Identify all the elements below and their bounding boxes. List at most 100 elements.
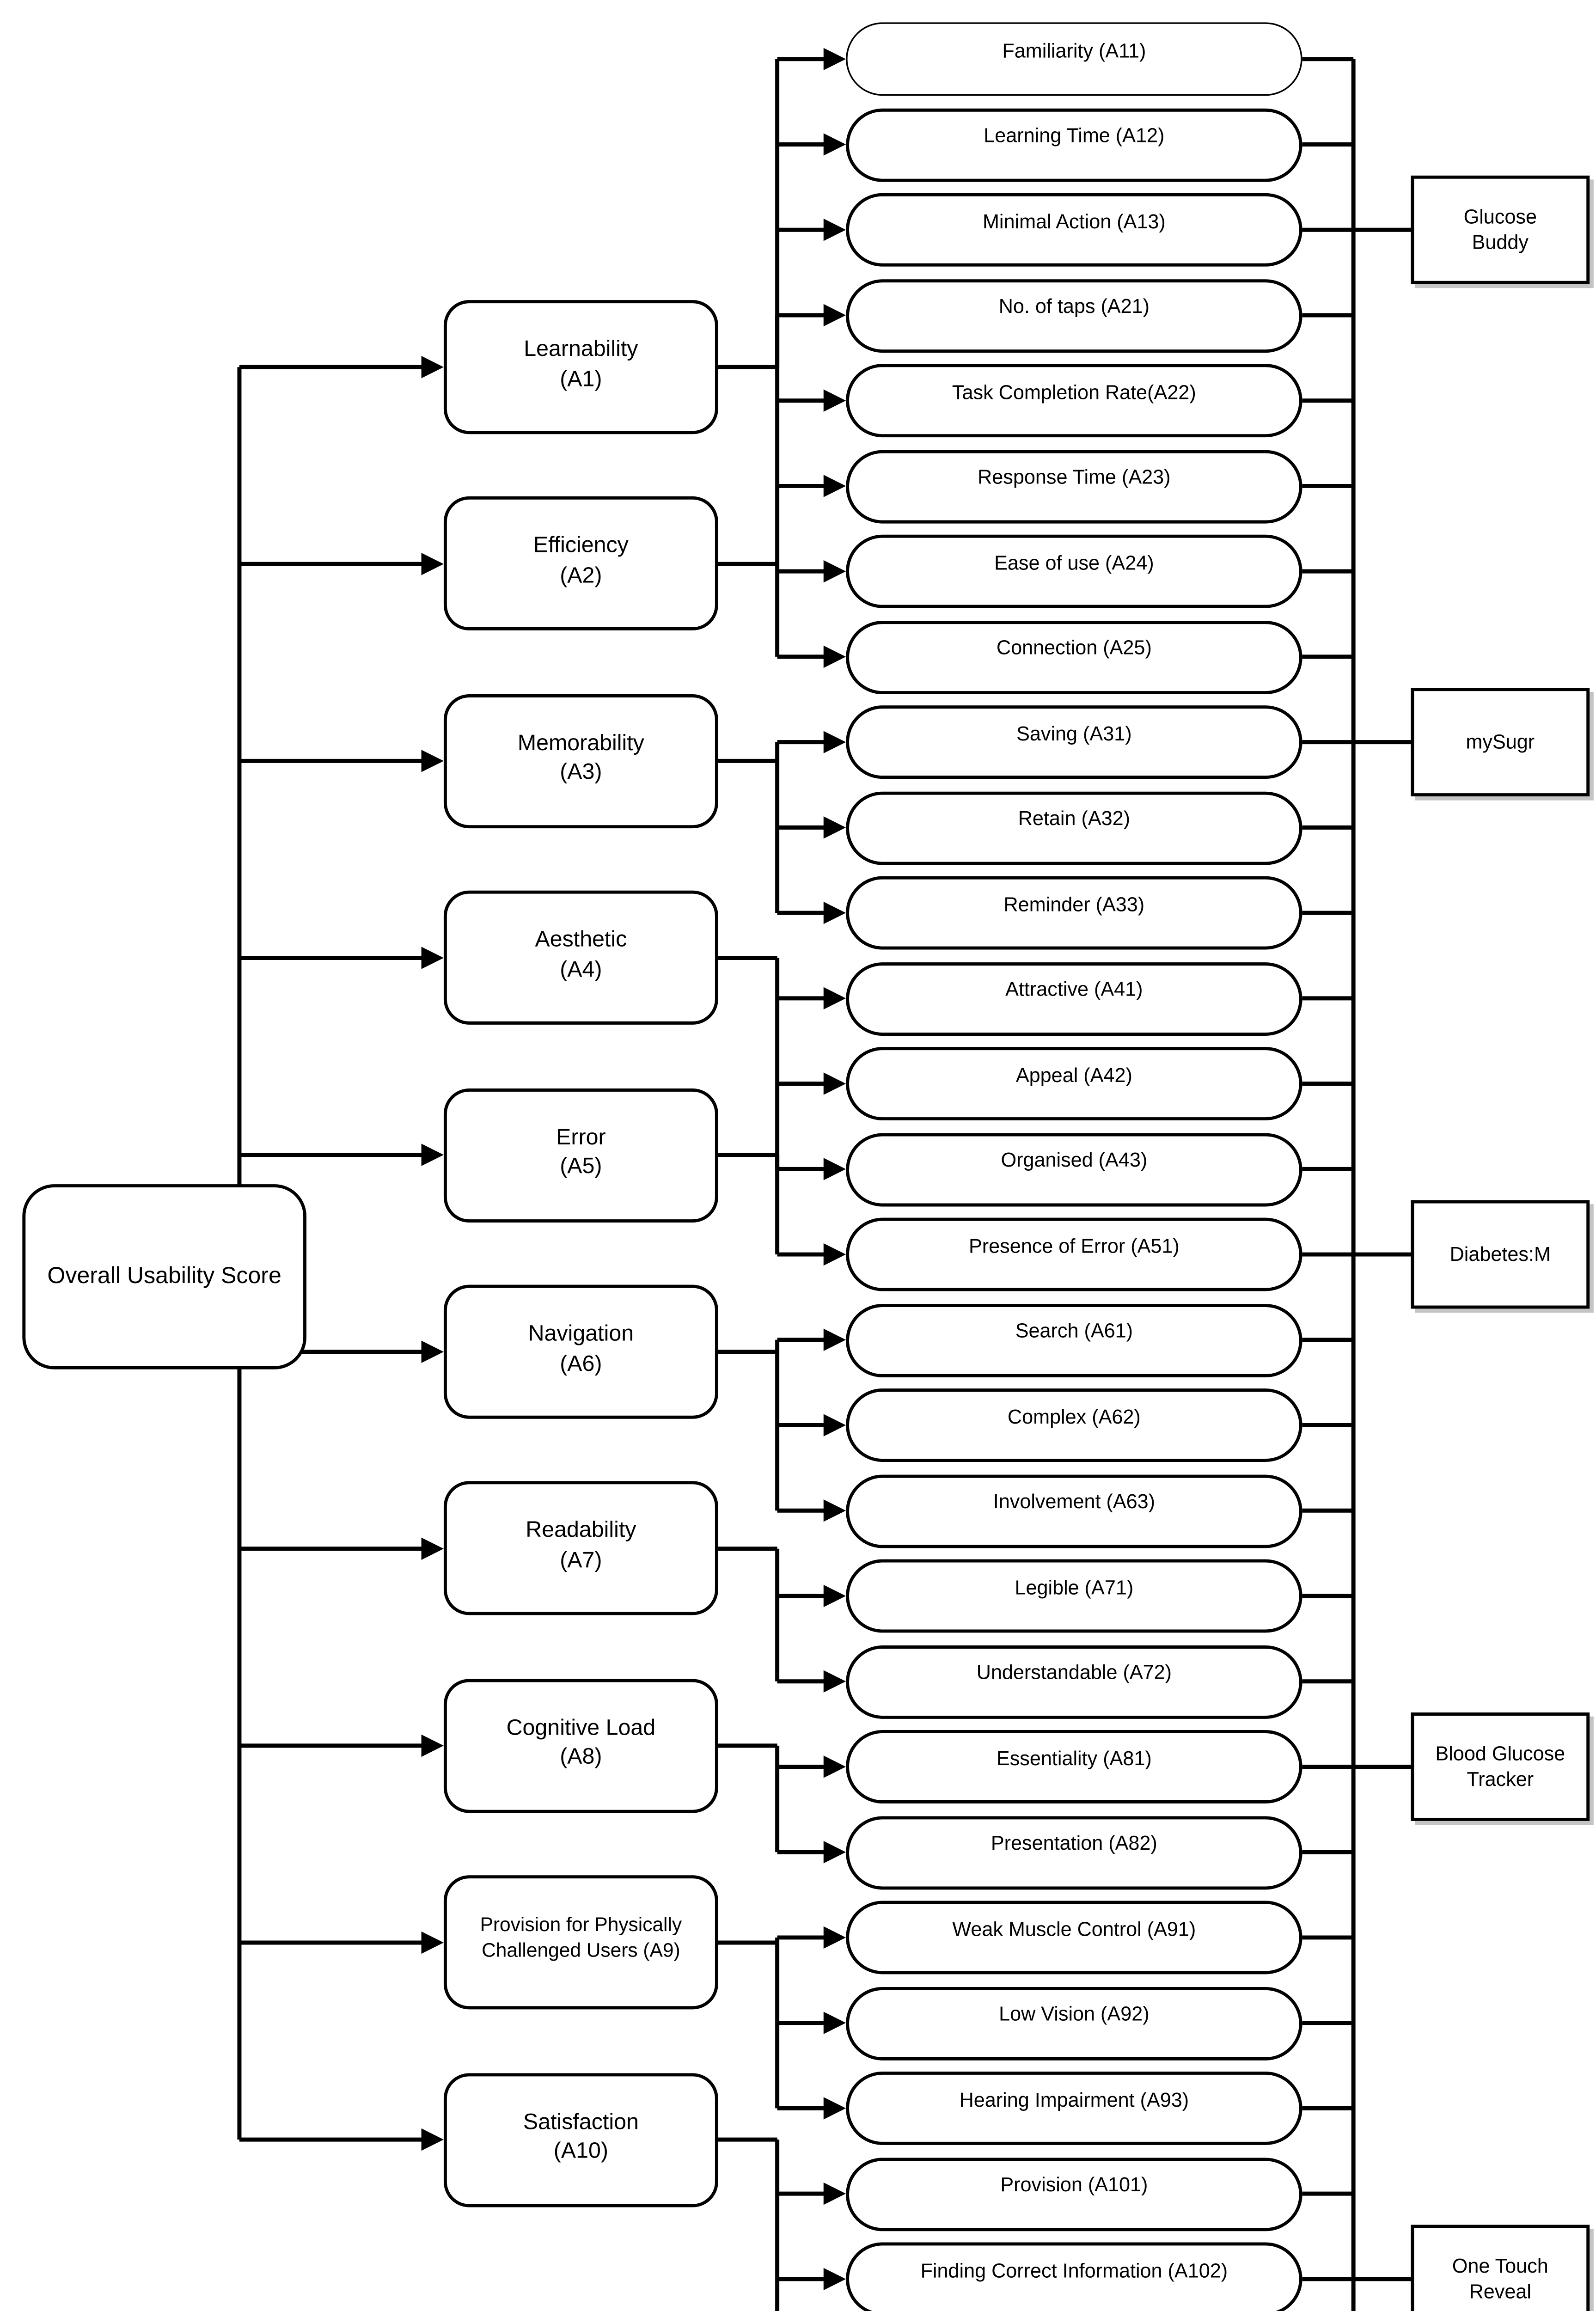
app-node-label: Reveal	[1469, 2280, 1531, 2302]
category-node-code: (A3)	[560, 758, 602, 784]
app-node-label: Blood Glucose	[1435, 1742, 1565, 1765]
pill-node-label: No. of taps (A21)	[998, 295, 1150, 318]
pill-node-label: Provision (A101)	[1000, 2173, 1148, 2196]
category-arrowhead	[421, 553, 444, 575]
pill-arrowhead	[823, 1755, 846, 1778]
pill-node-label: Complex (A62)	[1007, 1405, 1141, 1428]
pill-node-label: Saving (A31)	[1016, 722, 1132, 745]
pill-node-a21: No. of taps (A21)	[846, 278, 1302, 352]
category-node-a5: Error (A5)	[443, 1088, 718, 1222]
category-node-a3: Memorability (A3)	[443, 694, 718, 828]
category-node-label: Memorability	[517, 729, 644, 755]
category-node-code: (A6)	[560, 1349, 602, 1375]
root-node-overall-usability-score: Overall Usability Score	[22, 1184, 306, 1369]
pill-arrowhead	[823, 1414, 846, 1437]
app-node-label: Diabetes:M	[1449, 1242, 1551, 1265]
pill-node-label: Attractive (A41)	[1005, 978, 1143, 1001]
category-arrowhead	[421, 1537, 444, 1560]
pill-arrowhead	[823, 1328, 846, 1351]
category-node-label: Aesthetic	[535, 926, 627, 952]
pill-node-label: Presence of Error (A51)	[968, 1234, 1180, 1257]
pill-arrowhead	[823, 219, 846, 241]
pill-node-label: Task Completion Rate(A22)	[952, 380, 1196, 403]
pill-arrowhead	[823, 731, 846, 753]
app-node-label: Tracker	[1467, 1767, 1534, 1790]
pill-node-label: Learning Time (A12)	[984, 124, 1165, 147]
pill-node-a81: Essentiality (A81)	[846, 1730, 1302, 1804]
pill-node-a12: Learning Time (A12)	[846, 108, 1302, 181]
pill-arrowhead	[823, 133, 846, 156]
pill-node-a43: Organised (A43)	[846, 1132, 1302, 1206]
pill-node-label: Appeal (A42)	[1015, 1064, 1132, 1086]
category-node-label: Efficiency	[533, 532, 629, 558]
pill-node-label: Response Time (A23)	[978, 466, 1171, 489]
pill-node-a102: Finding Correct Information (A102)	[846, 2242, 1302, 2311]
category-node-a7: Readability (A7)	[443, 1481, 718, 1616]
pill-arrowhead	[823, 1243, 846, 1266]
pill-node-label: Familiarity (A11)	[1002, 39, 1146, 61]
pill-arrowhead	[823, 816, 846, 839]
pill-node-label: Low Vision (A92)	[999, 2003, 1150, 2025]
pill-arrowhead	[823, 987, 846, 1010]
category-node-label: Provision for Physically	[480, 1913, 682, 1936]
pill-node-label: Legible (A71)	[1015, 1576, 1134, 1599]
root-node-label: Overall Usability Score	[47, 1264, 281, 1290]
category-node-code: (A5)	[560, 1152, 602, 1178]
category-node-a2: Efficiency (A2)	[443, 497, 718, 631]
pill-node-label: Ease of use (A24)	[994, 551, 1154, 574]
app-node-label: mySugr	[1466, 730, 1535, 753]
category-arrowhead	[421, 947, 444, 969]
pill-node-label: Understandable (A72)	[976, 1661, 1172, 1684]
category-arrowhead	[421, 1143, 444, 1166]
pill-arrowhead	[823, 304, 846, 327]
pill-node-a63: Involvement (A63)	[846, 1473, 1302, 1547]
category-node-code: Challenged Users (A9)	[482, 1938, 680, 1961]
app-node-label: One Touch	[1452, 2254, 1548, 2277]
category-node-a8: Cognitive Load (A8)	[443, 1678, 718, 1813]
pill-node-a22: Task Completion Rate(A22)	[846, 364, 1302, 438]
pill-node-a23: Response Time (A23)	[846, 449, 1302, 523]
pill-arrowhead	[823, 2182, 846, 2205]
pill-node-a13: Minimal Action (A13)	[846, 193, 1302, 267]
category-node-a4: Aesthetic(A4)	[443, 891, 718, 1025]
category-node-code: (A2)	[560, 562, 602, 587]
pill-node-a62: Complex (A62)	[846, 1388, 1302, 1462]
category-node-label: Error	[556, 1123, 606, 1149]
pill-node-a32: Retain (A32)	[846, 790, 1302, 864]
pill-node-a101: Provision (A101)	[846, 2157, 1302, 2231]
pill-arrowhead	[823, 560, 846, 583]
pill-arrowhead	[823, 1926, 846, 1949]
category-node-code: (A7)	[560, 1546, 602, 1572]
category-arrowhead	[421, 1734, 444, 1757]
pill-node-a72: Understandable (A72)	[846, 1645, 1302, 1718]
pill-node-a24: Ease of use (A24)	[846, 534, 1302, 608]
pill-node-a93: Hearing Impairment (A93)	[846, 2071, 1302, 2145]
pill-node-a61: Search (A61)	[846, 1303, 1302, 1377]
pill-arrowhead	[823, 1841, 846, 1864]
pill-node-label: Reminder (A33)	[1003, 893, 1145, 916]
pill-node-label: Involvement (A63)	[993, 1491, 1156, 1513]
category-node-label: Readability	[526, 1516, 636, 1543]
pill-node-a42: Appeal (A42)	[846, 1047, 1302, 1121]
pill-node-a92: Low Vision (A92)	[846, 1986, 1302, 2060]
category-node-label: Cognitive Load	[506, 1713, 656, 1740]
category-arrowhead	[421, 356, 444, 379]
category-node-label: Learnability	[524, 335, 638, 361]
pill-node-label: Weak Muscle Control (A91)	[952, 1917, 1196, 1940]
pill-arrowhead	[823, 645, 846, 668]
category-node-code: (A1)	[560, 365, 602, 391]
app-node-diabetes-m: Diabetes:M	[1411, 1200, 1590, 1309]
pill-node-label: Organised (A43)	[1001, 1149, 1148, 1172]
category-arrowhead	[421, 1931, 444, 1954]
pill-node-a71: Legible (A71)	[846, 1559, 1302, 1633]
category-node-code: (A8)	[560, 1743, 602, 1769]
pill-node-a51: Presence of Error (A51)	[846, 1217, 1302, 1291]
pill-node-a33: Reminder (A33)	[846, 876, 1302, 950]
pill-arrowhead	[823, 1499, 846, 1522]
pill-arrowhead	[823, 389, 846, 412]
pill-node-label: Retain (A32)	[1018, 807, 1131, 830]
app-node-label: Glucose	[1463, 205, 1537, 228]
